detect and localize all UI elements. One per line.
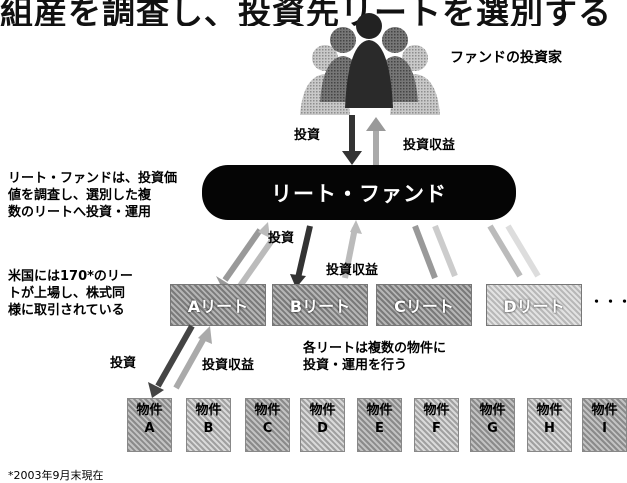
reit-c-box: Cリート [376, 284, 472, 326]
us-reit-description: 米国には170*のリー トが上場し、株式同 様に取引されている [8, 269, 133, 318]
footnote: *2003年9月末現在 [8, 469, 104, 482]
investors-people-icon [300, 13, 440, 115]
return-label-top: 投資収益 [403, 138, 456, 153]
invest-label-mid: 投資 [268, 231, 295, 246]
return-label-mid: 投資収益 [326, 263, 379, 278]
reit-a-box: Aリート [170, 284, 266, 326]
reit-fund-box: リート・ファンド [202, 165, 516, 220]
fund-description: リート・ファンドは、投資価 値を調査し、選別した複 数のリートへ投資・運用 [8, 171, 178, 220]
fund-reit-arrows [216, 220, 541, 288]
investor-fund-arrows [342, 115, 386, 165]
invest-label-top: 投資 [294, 128, 321, 143]
reit-property-description: 各リートは複数の物件に 投資・運用を行う [303, 341, 447, 373]
reit-property-arrows [148, 324, 212, 398]
investors-label: ファンドの投資家 [450, 50, 562, 66]
invest-label-bottom: 投資 [110, 356, 137, 371]
reit-b-box: Bリート [272, 284, 368, 326]
return-label-bottom: 投資収益 [202, 358, 255, 373]
cut-off-heading: 組産を調査し、投資先リートを選別する [0, 0, 612, 26]
more-reits-ellipsis: ・・・ [590, 295, 627, 310]
reit-d-box: Dリート [486, 284, 582, 326]
